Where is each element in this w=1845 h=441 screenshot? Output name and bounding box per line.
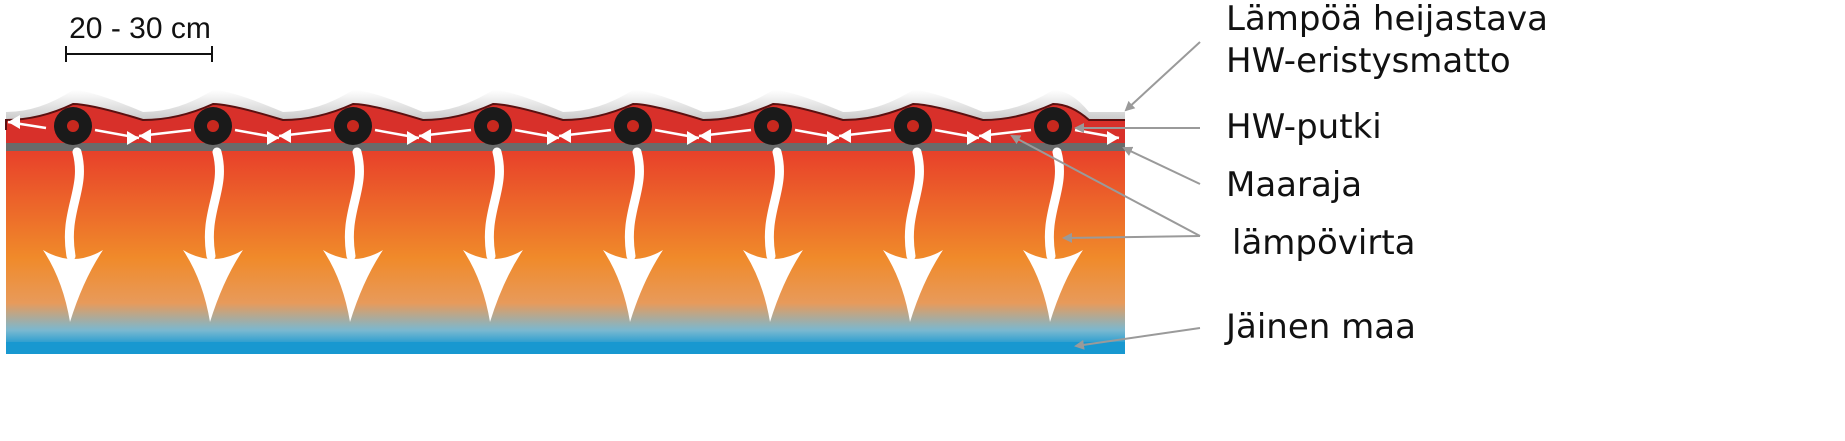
pipe-icon [614,107,652,145]
heat-layer-line [5,102,1125,130]
pipe-side-arrows [7,115,1120,145]
heat-arrow-icon [883,147,943,322]
pipe-icon [754,107,792,145]
frozen-ground-band [6,342,1125,354]
label-pipe: HW-putki [1226,107,1382,147]
heat-arrow-icon [183,147,243,322]
heat-arrow-icon [603,147,663,322]
heat-arrow-icon [7,115,47,130]
heat-arrow-icon [934,128,980,145]
pipe-icon [334,107,372,145]
ground-layer [6,150,1125,346]
leader-ground-line [1122,146,1201,185]
heat-arrow-icon [514,128,560,145]
heat-arrow-icon [278,128,332,143]
scale-label: 20 - 30 cm [69,12,211,45]
heat-flow-arrows [43,147,1083,322]
pipe-icon [54,107,92,145]
heat-arrow-icon [654,128,700,145]
label-mat-line1: Lämpöä heijastava [1226,0,1548,39]
heat-arrow-icon [463,147,523,322]
heat-arrow-icon [838,128,892,143]
label-frozen-ground: Jäinen maa [1224,307,1416,347]
leader-mat [1124,41,1201,112]
leader-lines [1010,41,1201,350]
heat-arrow-icon [418,128,472,143]
heat-arrow-icon [323,147,383,322]
leader-heat-flow-lower [1062,232,1201,243]
scale-bar: 20 - 30 cm [65,12,213,62]
heat-arrow-icon [43,147,103,322]
heat-arrow-icon [978,128,1032,143]
pipes [54,107,1072,145]
heat-arrow-icon [1023,147,1083,322]
heat-arrow-icon [138,128,192,143]
pipe-icon [474,107,512,145]
heat-arrow-icon [374,128,420,145]
heat-arrow-icon [743,147,803,322]
pipe-icon [194,107,232,145]
heat-arrow-icon [234,128,280,145]
ground-boundary-line [6,143,1125,151]
pipe-icon [894,107,932,145]
label-heat-flow: lämpövirta [1232,223,1416,263]
leader-frozen-ground [1074,327,1201,350]
leader-heat-flow-upper [1010,135,1201,237]
pipe-icon [1034,107,1072,145]
label-mat-line2: HW-eristysmatto [1226,41,1511,81]
heat-arrow-icon [794,128,840,145]
heat-arrow-icon [698,128,752,143]
heat-arrow-icon [94,128,140,145]
label-ground-line: Maaraja [1226,165,1362,205]
heat-arrow-icon [558,128,612,143]
